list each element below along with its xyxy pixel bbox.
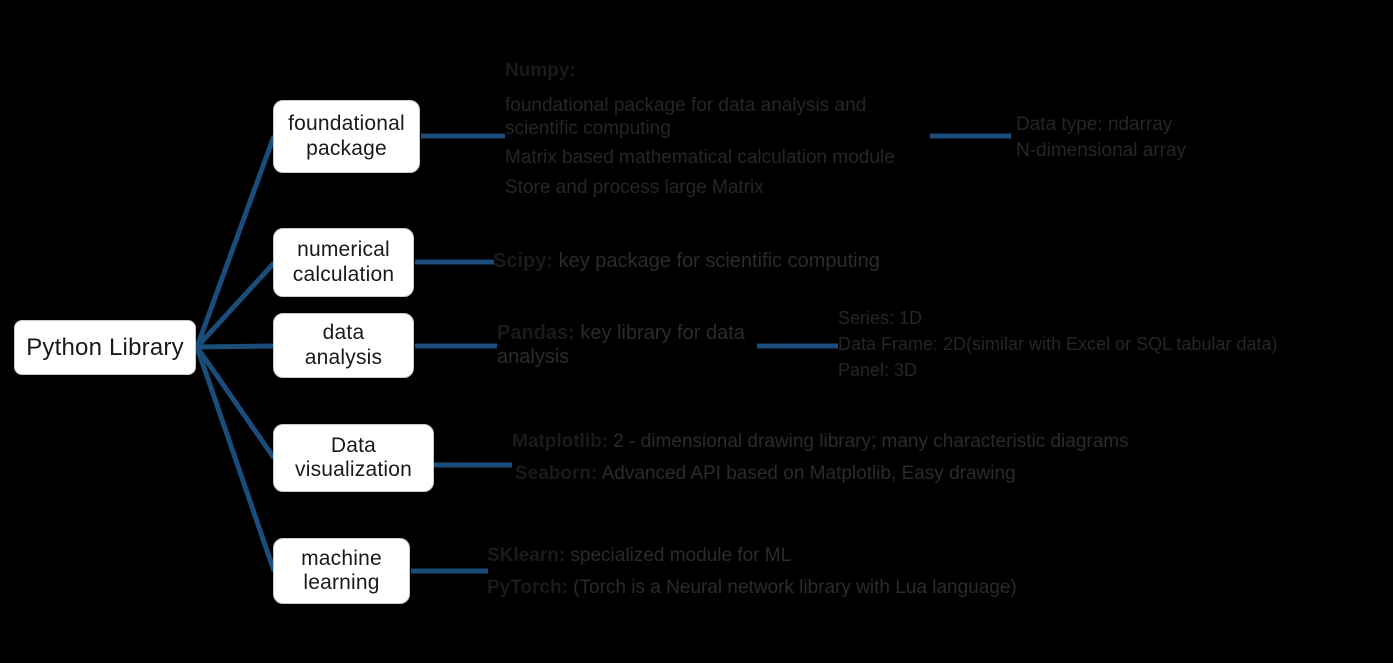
seaborn-heading: Seaborn: [515, 463, 598, 485]
matplotlib-line: Matplotlib: 2 - dimensional drawing libr… [512, 431, 1212, 453]
sklearn-line: SKlearn: specialized module for ML [487, 545, 1087, 567]
seaborn-line: Seaborn: Advanced API based on Matplotli… [512, 463, 1212, 485]
pandas-structure-panel: Panel: 3D [838, 360, 918, 381]
matplotlib-heading: Matplotlib: [512, 431, 609, 452]
pandas-body: key library for data analysis [497, 322, 745, 369]
detail-block-ndarray: Data type: ndarray N-dimensional array [1016, 114, 1316, 167]
edge-root-to-numerical-calculation [195, 261, 276, 349]
branch-node-numerical-calculation[interactable]: numerical calculation [273, 228, 414, 297]
matplotlib-body: 2 - dimensional drawing library; many ch… [608, 431, 1129, 452]
numpy-heading: Numpy: [505, 60, 576, 81]
pandas-structure-dataframe: Data Frame: 2D(similar with Excel or SQL… [838, 334, 1278, 355]
sklearn-body: specialized module for ML [565, 545, 792, 566]
pytorch-line: PyTorch: (Torch is a Neural network libr… [487, 577, 1087, 599]
branch-node-data-visualization[interactable]: Data visualization [273, 424, 434, 492]
branch-node-data-analysis[interactable]: data analysis [273, 313, 414, 378]
scipy-heading: Scipy: [493, 250, 554, 272]
pandas-structure-series: Series: 1D [838, 308, 923, 328]
detail-block-numpy: Numpy: foundational package for data ana… [505, 60, 925, 206]
pandas-heading: Pandas: [497, 322, 575, 344]
detail-block-pandas-structures: Series: 1D Data Frame: 2D(similar with E… [838, 308, 1308, 387]
numpy-line-3: Store and process large Matrix [505, 176, 764, 198]
branch-node-foundational-package[interactable]: foundational package [273, 100, 420, 173]
detail-block-machine-learning: SKlearn: specialized module for ML PyTor… [487, 545, 1087, 610]
branch-node-machine-learning[interactable]: machine learning [273, 538, 410, 604]
numpy-line-2: Matrix based mathematical calculation mo… [505, 147, 895, 169]
pandas-line: Pandas: key library for data analysis [497, 322, 745, 368]
sklearn-heading: SKlearn: [487, 545, 566, 566]
edge-root-to-data-visualization [194, 345, 277, 460]
edge-root-to-machine-learning [194, 346, 277, 572]
scipy-body: key package for scientific computing [553, 250, 880, 272]
edge-root-to-data-analysis [196, 343, 275, 350]
seaborn-body: Advanced API based on Matplotlib, Easy d… [597, 463, 1016, 485]
pytorch-heading: PyTorch: [487, 577, 568, 599]
ndarray-line-1: Data type: ndarray [1016, 114, 1173, 135]
detail-block-pandas: Pandas: key library for data analysis [497, 321, 752, 370]
root-node-python-library[interactable]: Python Library [14, 320, 196, 375]
numpy-line-1: foundational package for data analysis a… [505, 95, 867, 139]
ndarray-line-2: N-dimensional array [1016, 140, 1187, 162]
edge-root-to-foundational-package [194, 135, 277, 348]
detail-block-visualization: Matplotlib: 2 - dimensional drawing libr… [512, 431, 1212, 496]
pytorch-body: (Torch is a Neural network library with … [567, 577, 1017, 599]
detail-block-scipy: Scipy: key package for scientific comput… [493, 250, 973, 274]
scipy-line: Scipy: key package for scientific comput… [493, 250, 973, 274]
